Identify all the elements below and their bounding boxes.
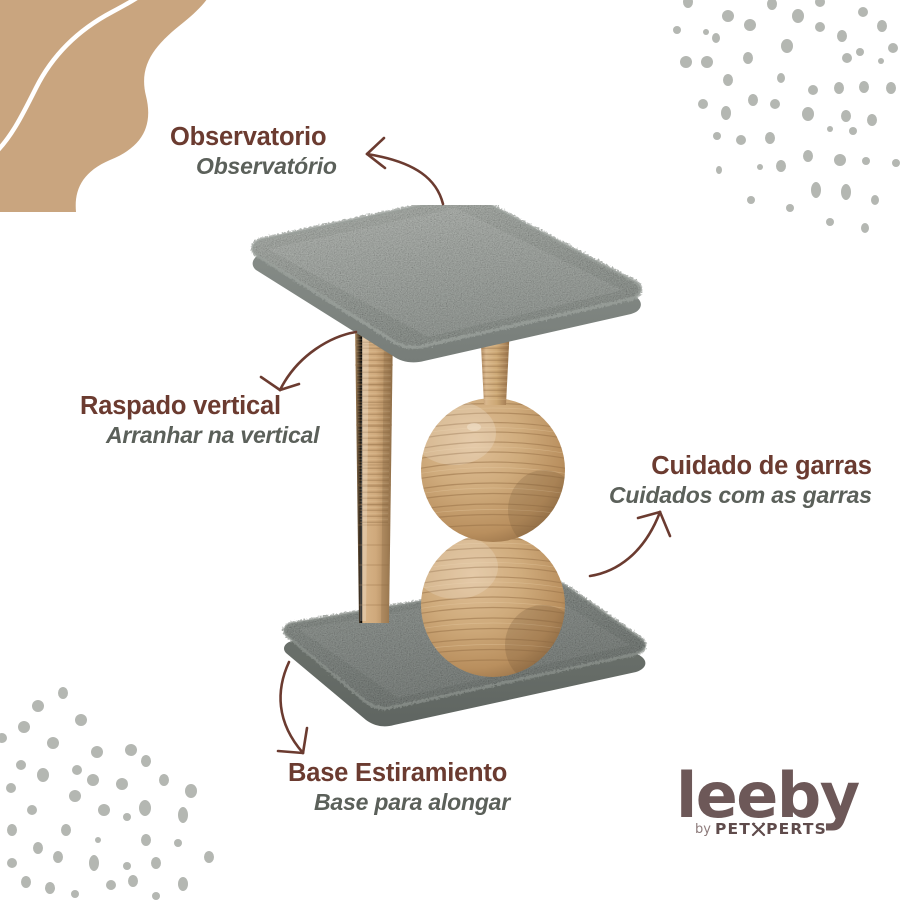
logo-byline: by PET PERTS [695,820,828,838]
callout-observatorio-title-pt: Observatório [196,152,337,179]
decorative-blob-top-left [0,0,300,230]
callout-cuidado-garras: Cuidado de garras Cuidados com as garras [609,452,872,508]
callout-raspado-title-es: Raspado vertical [80,392,281,420]
callout-base-title-es: Base Estiramiento [288,759,508,787]
callout-base-estiramiento: Base Estiramiento Base para alongar [288,759,511,815]
product-image-cat-scratching-post [238,194,668,765]
brand-logo: leeby by PET PERTS [676,765,861,851]
logo-brand-petxperts: PET PERTS [714,820,828,838]
logo-brand-suffix: PERTS [766,820,828,838]
decorative-dots-top-right [650,0,900,235]
callout-raspado-title-pt: Arranhar na vertical [106,421,320,448]
logo-by-label: by [695,822,711,837]
logo-brand-prefix: PET [714,820,752,838]
callout-base-title-pt: Base para alongar [314,788,511,815]
vertical-jute-post [355,325,393,623]
callout-garras-title-pt: Cuidados com as garras [609,481,872,508]
decorative-dots-bottom-left [0,670,235,900]
callout-observatorio-title-es: Observatorio [170,123,327,151]
callout-observatorio: Observatorio Observatório [170,123,337,179]
top-platform-group [250,194,643,363]
upper-jute-ball [421,398,565,542]
logo-wordmark: leeby [676,759,860,832]
cat-x-icon [751,822,766,837]
callout-garras-title-es: Cuidado de garras [651,452,872,480]
callout-raspado-vertical: Raspado vertical Arranhar na vertical [80,392,320,448]
